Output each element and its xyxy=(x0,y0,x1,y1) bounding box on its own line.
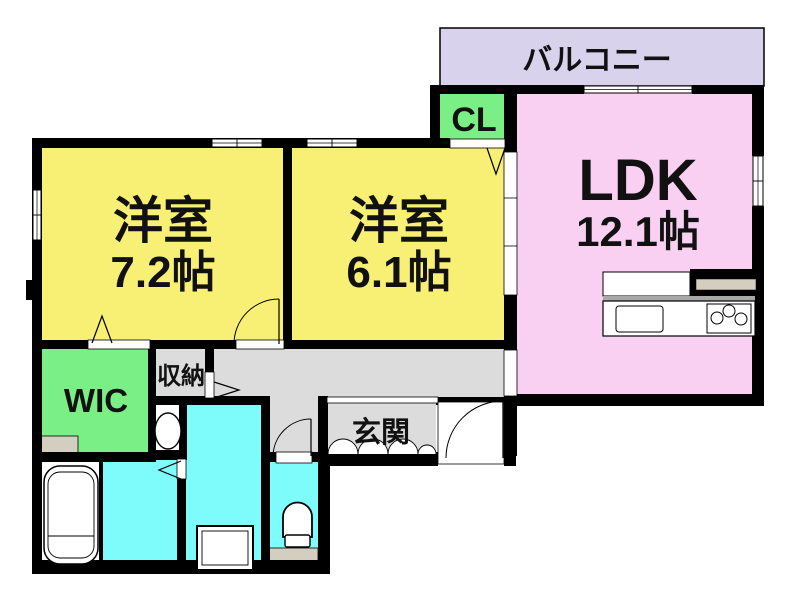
stove-burner xyxy=(734,312,748,326)
room-bedroom1-floor xyxy=(38,144,286,344)
wic-label: WIC xyxy=(64,382,128,419)
storage-door-opening xyxy=(204,371,215,399)
storage-folding-door xyxy=(213,381,241,399)
washroom-folding-door xyxy=(157,460,182,480)
closet-cl-folding-door xyxy=(486,147,506,176)
dressing-room-floor xyxy=(101,458,181,570)
washer-pan-inner xyxy=(201,530,249,566)
bedroom1-door-opening xyxy=(235,339,285,350)
kitchen-sink xyxy=(615,305,664,333)
wic-folding-door xyxy=(91,314,113,344)
closet-cl-floor xyxy=(436,90,508,142)
entrance-door-swing xyxy=(445,400,504,459)
stove-burner xyxy=(722,304,736,318)
toilet-door-swing xyxy=(272,418,312,458)
corridor-floor xyxy=(268,396,320,460)
closet-cl-opening xyxy=(449,138,506,149)
storage-label: 収納 xyxy=(157,362,205,390)
kitchen xyxy=(602,269,764,337)
bedroom2-size-label: 6.1帖 xyxy=(346,248,451,297)
entrance-door-recess xyxy=(437,401,505,465)
ldk-size-label: 12.1帖 xyxy=(576,208,700,255)
bedroom1-size-label: 7.2帖 xyxy=(110,248,215,297)
wash-basin xyxy=(154,412,182,450)
room-ldk-floor xyxy=(512,90,758,398)
balcony-floor xyxy=(439,27,765,87)
toilet-bowl xyxy=(282,501,313,538)
hall-ldk-opening xyxy=(503,349,518,397)
kitchen-partition-counter xyxy=(695,278,757,291)
kitchen-hatch xyxy=(602,271,691,297)
closet-cl-label: CL xyxy=(451,101,496,139)
entrance-step-line xyxy=(326,396,439,404)
room-bedroom2-floor xyxy=(289,144,511,344)
entrance-label: 玄関 xyxy=(352,415,410,449)
bedroom1-label: 洋室 xyxy=(113,193,213,249)
bedroom1-door-swing xyxy=(233,298,280,345)
stove-burner xyxy=(710,311,724,325)
bathtub xyxy=(43,465,99,565)
washer-pan xyxy=(196,525,254,571)
ldk-label: LDK xyxy=(578,148,697,213)
kitchen-counter-shadow xyxy=(603,296,755,301)
wic-opening xyxy=(87,339,151,350)
bedroom2-sliding-door xyxy=(503,151,518,296)
entrance-scallops xyxy=(327,438,437,455)
toilet-seat xyxy=(284,534,311,548)
toilet-door-opening xyxy=(275,451,313,464)
bathtub-inner xyxy=(47,471,95,559)
washroom-fold-opening xyxy=(176,458,187,480)
fixtures xyxy=(43,412,313,571)
balcony-label: バルコニー xyxy=(522,44,671,77)
bedroom2-label: 洋室 xyxy=(349,193,449,249)
